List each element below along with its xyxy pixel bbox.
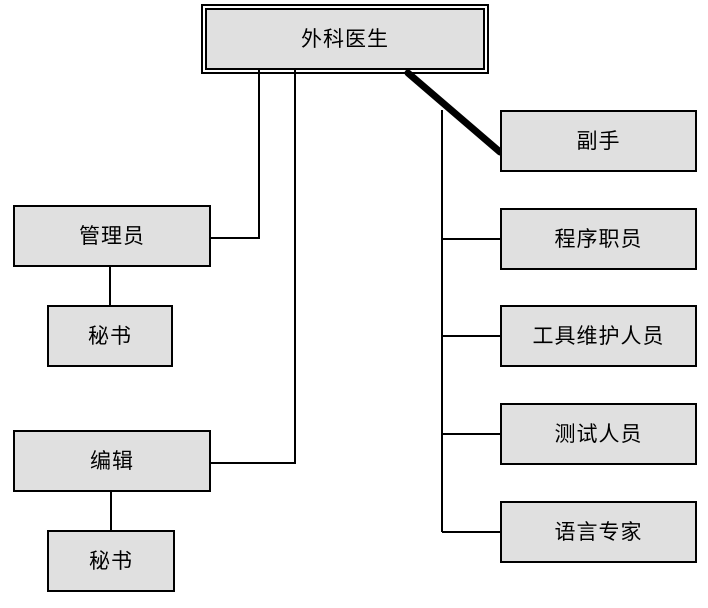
node-label-tester: 测试人员 <box>554 421 643 446</box>
edge-surgeon-deputy <box>404 69 504 156</box>
node-editor[interactable]: 编辑 <box>13 430 211 492</box>
node-label-program-clerk: 程序职员 <box>554 226 643 251</box>
node-tool-maintenance[interactable]: 工具维护人员 <box>500 305 697 367</box>
node-tester[interactable]: 测试人员 <box>500 403 697 465</box>
node-program-clerk[interactable]: 程序职员 <box>500 208 697 270</box>
node-admin[interactable]: 管理员 <box>13 205 211 267</box>
node-label-admin: 管理员 <box>79 223 145 248</box>
node-label-editor: 编辑 <box>90 448 134 473</box>
node-surgeon[interactable]: 外科医生 <box>201 4 489 74</box>
node-label-secretary-editor: 秘书 <box>89 548 133 573</box>
node-secretary-admin[interactable]: 秘书 <box>47 305 173 367</box>
node-deputy[interactable]: 副手 <box>500 110 697 172</box>
node-label-secretary-admin: 秘书 <box>88 323 132 348</box>
node-label-language-expert: 语言专家 <box>554 519 643 544</box>
node-label-tool-maintenance: 工具维护人员 <box>532 323 665 348</box>
node-secretary-editor[interactable]: 秘书 <box>47 530 175 592</box>
node-label-deputy: 副手 <box>576 128 621 153</box>
edge-surgeon-editor <box>211 70 296 464</box>
node-language-expert[interactable]: 语言专家 <box>500 501 697 563</box>
node-label-surgeon: 外科医生 <box>301 26 389 51</box>
edge-surgeon-admin <box>211 70 260 239</box>
